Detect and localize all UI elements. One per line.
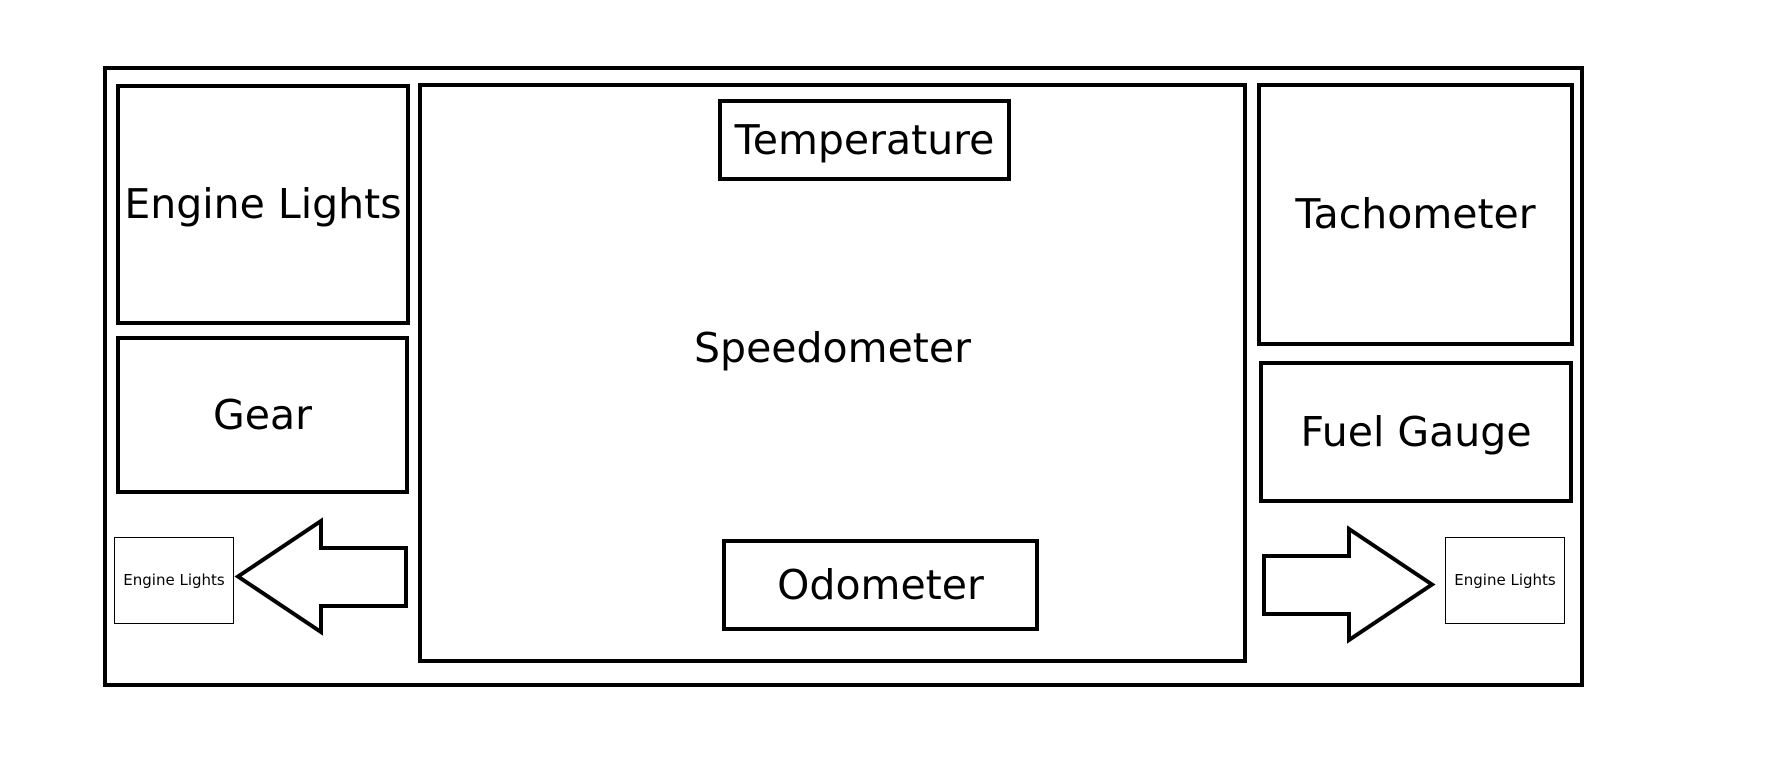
fuel-gauge-box: Fuel Gauge bbox=[1259, 361, 1573, 503]
left-indicator-label: Engine Lights bbox=[123, 571, 225, 589]
tachometer-box: Tachometer bbox=[1257, 83, 1574, 346]
right-indicator-box: Engine Lights bbox=[1445, 537, 1565, 624]
engine-lights-label: Engine Lights bbox=[124, 180, 402, 228]
odometer-box: Odometer bbox=[722, 539, 1039, 631]
fuel-gauge-label: Fuel Gauge bbox=[1300, 407, 1532, 456]
left-indicator-box: Engine Lights bbox=[114, 537, 234, 624]
odometer-label: Odometer bbox=[777, 560, 984, 609]
tachometer-label: Tachometer bbox=[1295, 190, 1536, 238]
gear-label: Gear bbox=[213, 390, 312, 439]
engine-lights-box: Engine Lights bbox=[116, 84, 410, 325]
temperature-box: Temperature bbox=[718, 99, 1011, 181]
right-arrow-icon bbox=[1262, 525, 1436, 644]
temperature-label: Temperature bbox=[734, 115, 995, 164]
right-indicator-label: Engine Lights bbox=[1454, 571, 1556, 589]
left-arrow-icon bbox=[234, 517, 408, 636]
speedometer-label: Speedometer bbox=[694, 324, 971, 372]
gear-box: Gear bbox=[116, 336, 409, 494]
